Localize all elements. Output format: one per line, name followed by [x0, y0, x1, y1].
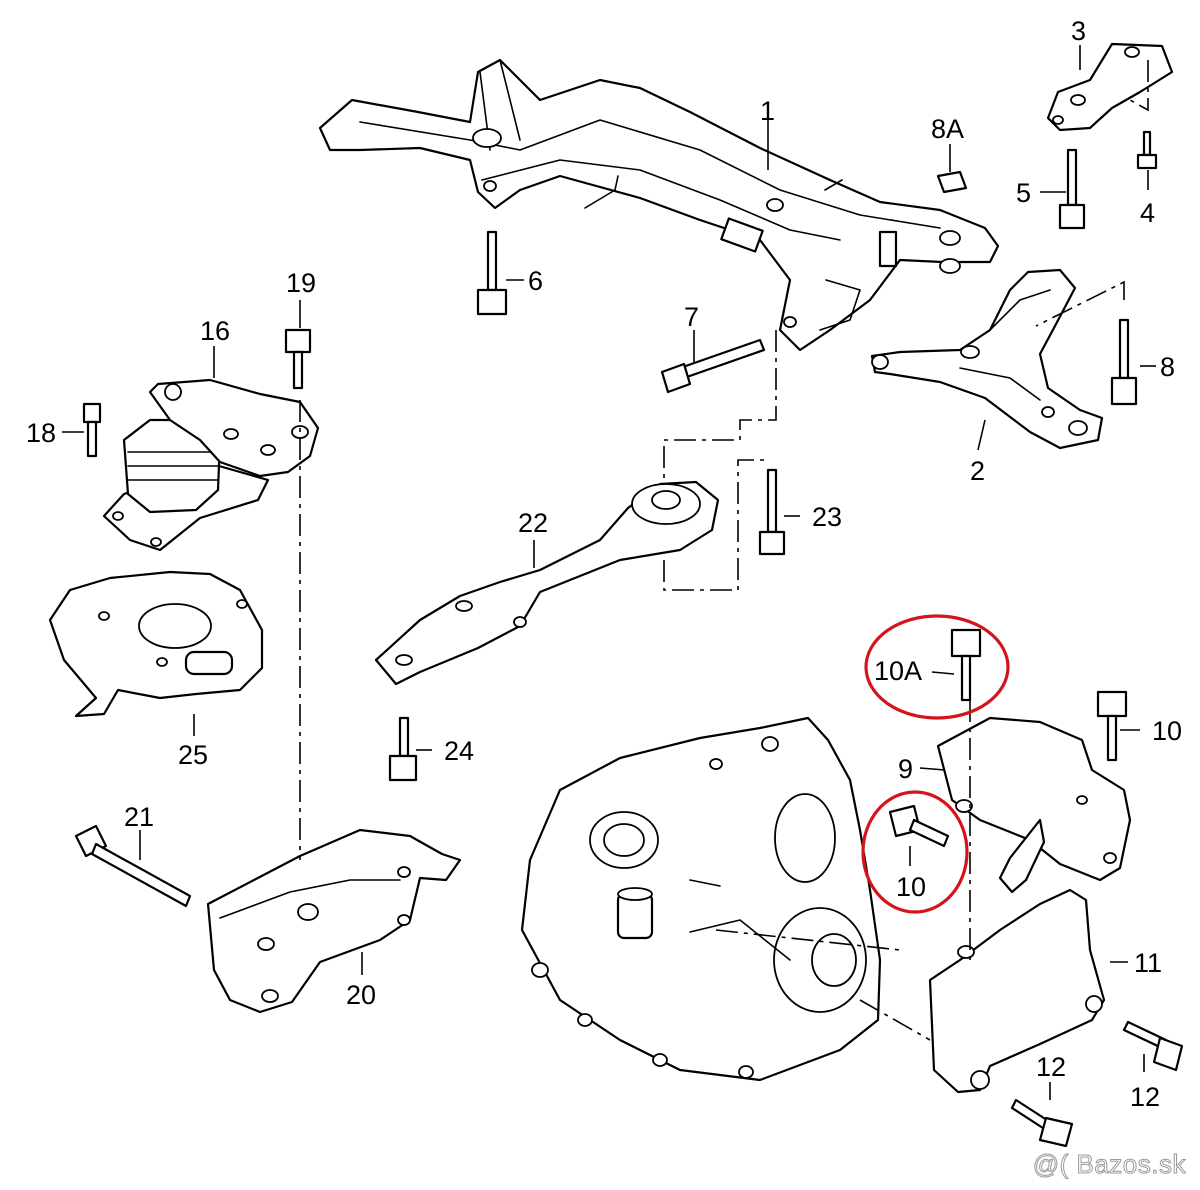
callout-5: 5 — [1016, 178, 1031, 208]
bracket-part-3 — [1046, 42, 1174, 132]
highlight-circle-10a — [864, 614, 1010, 720]
callout-12-bottom: 12 — [1036, 1052, 1066, 1082]
callout-6: 6 — [528, 266, 543, 296]
callout-3: 3 — [1071, 16, 1086, 46]
callout-20: 20 — [346, 980, 376, 1010]
callout-11: 11 — [1134, 948, 1162, 978]
callout-7: 7 — [684, 302, 699, 332]
callout-23: 23 — [812, 502, 842, 532]
watermark: @( Bazos.sk — [1032, 1149, 1186, 1180]
subframe-part-1 — [318, 58, 1000, 352]
callout-16: 16 — [200, 316, 230, 346]
control-arm-part-2 — [870, 268, 1104, 450]
callout-22: 22 — [518, 508, 548, 538]
callout-8: 8 — [1160, 352, 1175, 382]
gearbox-mount-part-9 — [936, 716, 1132, 894]
callout-8a: 8A — [931, 114, 964, 144]
callout-labels: 1 2 3 4 5 6 7 8 8A 9 10 10 10A 11 12 12 … — [26, 16, 1182, 1112]
bracket-part-20 — [206, 828, 462, 1014]
callout-1: 1 — [760, 96, 775, 126]
callout-2: 2 — [970, 456, 985, 486]
gearbox-housing — [520, 716, 882, 1082]
highlight-circle-10 — [861, 790, 969, 914]
callout-25: 25 — [178, 740, 208, 770]
callout-4: 4 — [1140, 198, 1155, 228]
leader-lines — [62, 45, 1156, 1100]
callout-18: 18 — [26, 418, 56, 448]
callout-10a: 10A — [874, 656, 922, 686]
engine-mount-part-16 — [102, 378, 320, 552]
alignment-lines — [299, 60, 1149, 1041]
callout-10-top: 10 — [1152, 716, 1182, 746]
callout-10-circled: 10 — [896, 872, 926, 902]
bracket-part-11 — [928, 888, 1106, 1094]
engine-carrier-part-25 — [48, 570, 264, 718]
torque-rod-part-22 — [374, 480, 720, 686]
callout-24: 24 — [444, 736, 474, 766]
callout-19: 19 — [286, 268, 316, 298]
fasteners — [74, 130, 1184, 1148]
callout-12-right: 12 — [1130, 1082, 1160, 1112]
callout-21: 21 — [124, 802, 154, 832]
callout-9: 9 — [898, 754, 913, 784]
